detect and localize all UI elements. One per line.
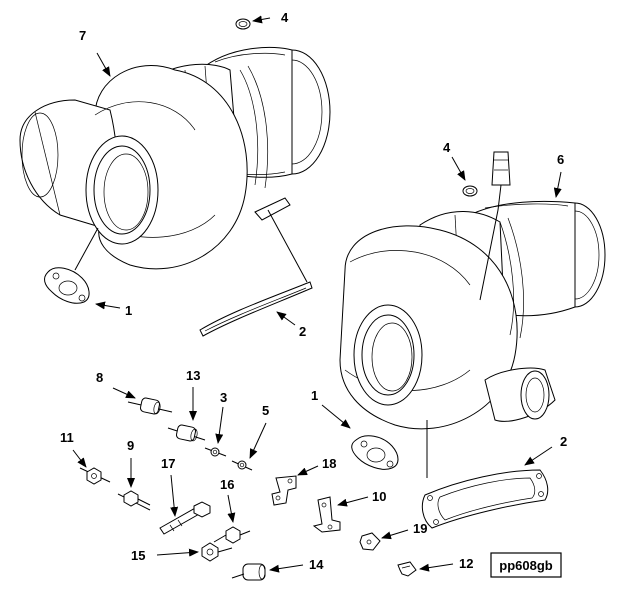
clip (359, 532, 381, 551)
o-ring (204, 447, 227, 457)
leader-line (74, 227, 99, 271)
gasket (421, 469, 549, 529)
figure-code: pp608gb (499, 558, 553, 573)
callout-12: 12 (459, 556, 473, 571)
nut (201, 542, 233, 562)
callout-13: 13 (186, 368, 200, 383)
turbocharger-top (19, 46, 331, 270)
leader-arrow (227, 494, 236, 523)
callout-19: 19 (413, 521, 427, 536)
callout-2: 2 (299, 324, 306, 339)
leader-arrow (297, 465, 319, 476)
callout-1: 1 (125, 303, 132, 318)
bracket (271, 475, 297, 506)
leader-arrow (451, 156, 466, 181)
figure-code-box: pp608gb (490, 552, 562, 578)
leader-arrow (96, 52, 111, 77)
leader-arrow (269, 564, 304, 573)
callout-14: 14 (309, 557, 324, 572)
callout-15: 15 (131, 548, 145, 563)
leader-line (267, 209, 308, 283)
o-ring (231, 460, 253, 471)
clip (397, 561, 417, 577)
callout-6: 6 (557, 152, 564, 167)
leader-arrow (170, 474, 179, 517)
leader-arrow (321, 404, 351, 429)
turbocharger-bottom (339, 200, 606, 478)
callout-8: 8 (96, 370, 103, 385)
stud (159, 501, 211, 535)
callout-5: 5 (262, 403, 269, 418)
callout-4: 4 (281, 10, 289, 25)
o-ring (462, 185, 478, 197)
bushing (127, 397, 173, 415)
leader-arrow (419, 563, 454, 572)
nut (79, 467, 111, 485)
leader-arrow (553, 171, 562, 198)
leader-arrow (252, 15, 271, 24)
callout-7: 7 (79, 28, 86, 43)
callout-10: 10 (372, 489, 386, 504)
plug (231, 563, 266, 581)
bracket (312, 496, 341, 533)
callout-2: 2 (560, 434, 567, 449)
capscrew (213, 526, 251, 544)
bushing (167, 424, 206, 442)
leader-arrow (72, 449, 87, 468)
leader-arrow (156, 548, 199, 557)
callout-11: 11 (60, 430, 74, 445)
callout-18: 18 (322, 456, 336, 471)
leader-arrow (524, 446, 553, 466)
sensor (479, 151, 511, 301)
leader-arrow (337, 496, 369, 507)
callout-3: 3 (220, 390, 227, 405)
callout-16: 16 (220, 477, 234, 492)
callout-4: 4 (443, 140, 451, 155)
capscrew (117, 490, 151, 511)
leader-arrow (276, 311, 296, 326)
callout-1: 1 (311, 388, 318, 403)
leader-arrow (112, 387, 136, 399)
gasket (351, 435, 399, 470)
callout-17: 17 (161, 456, 175, 471)
leader-arrow (215, 406, 224, 444)
callout-9: 9 (127, 438, 134, 453)
o-ring (235, 18, 251, 30)
leader-arrow (381, 529, 409, 540)
leader-arrow (249, 422, 267, 459)
gasket (44, 267, 90, 304)
leader-arrow (95, 301, 121, 310)
gasket (199, 281, 313, 337)
